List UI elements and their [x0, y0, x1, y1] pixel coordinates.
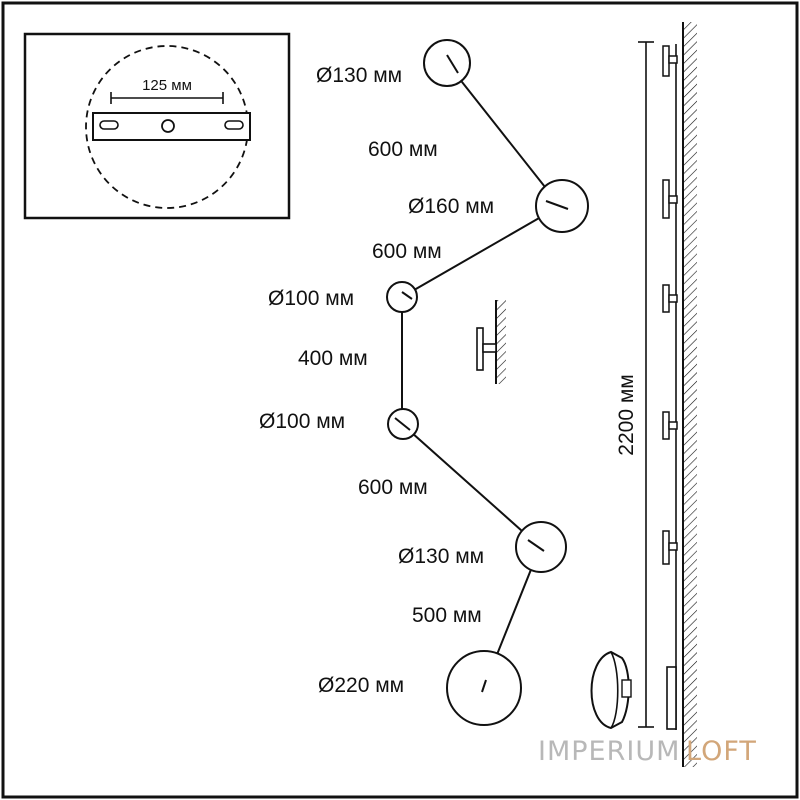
segment-label-2: 600 мм: [372, 240, 442, 263]
brand-logo: IMPERIUM LOFT: [538, 736, 757, 767]
mounting-slot-left: [99, 120, 119, 130]
mounting-plate-inset: 125 мм: [23, 32, 291, 220]
diameter-label-top: Ø130 мм: [316, 64, 402, 87]
wall-hatch: [683, 22, 697, 767]
total-height-label: 2200 мм: [615, 374, 638, 455]
brand-logo-right: LOFT: [686, 736, 757, 767]
side-mount-3: [662, 284, 678, 313]
diameter-label-220: Ø220 мм: [318, 674, 404, 697]
segment-label-4: 600 мм: [358, 476, 428, 499]
height-dimension: [638, 41, 654, 728]
mounting-center-hole: [161, 119, 175, 133]
side-mount-4: [662, 411, 678, 440]
side-mount-6: [666, 666, 677, 730]
wall-side-view: [662, 22, 697, 767]
diameter-label-160: Ø160 мм: [408, 195, 494, 218]
wall-mount-side-detail: [476, 300, 506, 384]
arm-arrows: [394, 54, 569, 693]
brand-logo-left: IMPERIUM: [538, 736, 680, 767]
globe-100-upper: [386, 281, 418, 313]
diameter-label-130-lower: Ø130 мм: [398, 545, 484, 568]
diameter-label-100-lower: Ø100 мм: [259, 410, 345, 433]
globe-side-profile: [590, 650, 632, 730]
inset-width-label: 125 мм: [142, 77, 192, 94]
arm-chain: [401, 62, 562, 693]
side-mount-1: [662, 45, 678, 77]
globe-130-lower: [515, 521, 567, 573]
segment-label-3: 400 мм: [298, 347, 368, 370]
mounting-bar: [92, 112, 251, 141]
diameter-label-100-upper: Ø100 мм: [268, 287, 354, 310]
side-mount-2: [662, 179, 678, 219]
segment-label-5: 500 мм: [412, 604, 482, 627]
mounting-slot-right: [224, 120, 244, 130]
globe-130-top: [423, 39, 471, 87]
segment-label-1: 600 мм: [368, 138, 438, 161]
side-mount-5: [662, 530, 678, 565]
